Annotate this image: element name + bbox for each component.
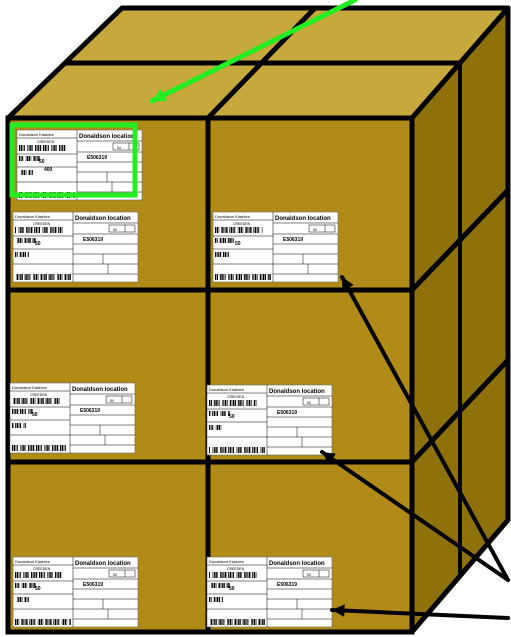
label-quantity: 50	[229, 414, 235, 420]
label-part-number: E506319	[87, 155, 107, 161]
label-quantity: 50	[35, 241, 41, 247]
label-background	[207, 385, 332, 455]
label-location: Donaldson location	[275, 216, 331, 222]
label-part-number: E506319	[80, 408, 100, 414]
label-quantity: 50	[235, 241, 241, 247]
label-background	[10, 383, 135, 453]
label-quantity: 50	[32, 412, 38, 418]
label-part-number: E506319	[83, 237, 103, 243]
label-origin: CREEDEN	[227, 567, 245, 571]
label-qty-box: 50	[113, 573, 117, 577]
label-company: Donaldson Kladdes	[215, 214, 250, 219]
label-location: Donaldson location	[79, 134, 135, 140]
label-location: Donaldson location	[72, 387, 128, 393]
label-background	[13, 557, 138, 627]
label-location: Donaldson location	[75, 216, 131, 222]
label-part-number: E506319	[283, 237, 303, 243]
label-background	[17, 130, 142, 200]
label-qty-box: 50	[117, 146, 121, 150]
label-origin: CREEDEN	[33, 567, 51, 571]
label-small-quantity: 400	[44, 167, 53, 173]
pallet-faces	[8, 8, 508, 632]
label-background	[13, 212, 138, 282]
label-quantity: 50	[35, 586, 41, 592]
label-origin: CREEDEN	[37, 140, 55, 144]
label-qty-box: 50	[110, 399, 114, 403]
label-location: Donaldson location	[75, 561, 131, 567]
label-company: Donaldson Kladdes	[15, 214, 50, 219]
label-qty-box: 50	[313, 228, 317, 232]
label-qty-box: 50	[113, 228, 117, 232]
label-location: Donaldson location	[269, 561, 325, 567]
label-company: Donaldson Kladdes	[209, 559, 244, 564]
label-origin: CREEDEN	[33, 222, 51, 226]
label-company: Donaldson Kladdes	[19, 132, 54, 137]
label-origin: CREEDEN	[30, 393, 48, 397]
label-part-number: E506319	[277, 582, 297, 588]
label-part-number: E506319	[277, 410, 297, 416]
label-quantity: 50	[39, 159, 45, 165]
label-background	[213, 212, 338, 282]
label-company: Donaldson Kladdes	[12, 385, 47, 390]
label-company: Donaldson Kladdes	[209, 387, 244, 392]
label-qty-box: 50	[307, 401, 311, 405]
label-background	[207, 557, 332, 627]
label-location: Donaldson location	[269, 389, 325, 395]
label-qty-box: 50	[307, 573, 311, 577]
label-origin: CREEDEN	[233, 222, 251, 226]
label-part-number: E506319	[83, 582, 103, 588]
label-origin: CREEDEN	[227, 395, 245, 399]
label-quantity: 50	[229, 586, 235, 592]
label-company: Donaldson Kladdes	[15, 559, 50, 564]
